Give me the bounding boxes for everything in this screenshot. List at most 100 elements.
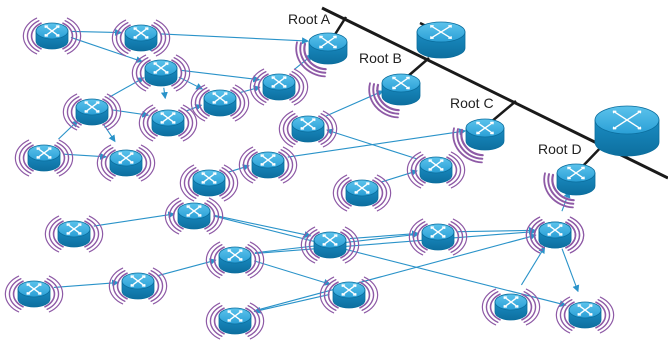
mesh-node-n21-router-icon-arrows-icon [26, 283, 42, 295]
mesh-node-n6-wireless-icon [190, 84, 250, 122]
mesh-node-n7-wireless-icon [249, 68, 309, 106]
root-label-a: Root A [288, 11, 331, 27]
link-n16-to-n27 [213, 215, 567, 308]
mesh-node-n3-router-icon [144, 59, 178, 87]
mesh-node-n13-wireless-icon [179, 164, 239, 202]
mesh-node-n2-wireless-icon [111, 19, 171, 57]
root-b-router-icon-arrows-icon [392, 76, 410, 90]
link-n21-to-n22 [53, 279, 120, 289]
mesh-node-n14-wireless-icon [238, 146, 298, 184]
mesh-node-n10-wireless-icon [278, 110, 338, 148]
root-a-uplink-cable [332, 16, 348, 37]
mesh-node-n23-router-icon-arrows-icon [227, 249, 243, 261]
root-c-wireless-icon [452, 127, 484, 164]
mesh-node-n5-wireless-icon [138, 104, 198, 142]
mesh-node-n26-router-icon [494, 293, 528, 321]
root-labels: Root A Root B Root C Root D [288, 11, 582, 157]
mesh-node-n2-router-icon [124, 24, 158, 52]
mesh-node-n24-router-icon [332, 281, 366, 309]
mesh-node-n6-router-icon-arrows-icon [212, 92, 228, 104]
mesh-node-n26-router-icon-arrows-icon [503, 296, 519, 308]
mesh-node-n27-wireless-icon [555, 296, 615, 334]
core-router-large-icon-arrows-icon [612, 110, 642, 130]
core-router-small-icon [416, 21, 466, 59]
mesh-node-n25-wireless-icon [205, 302, 265, 340]
mesh-node-n11-router-icon-arrows-icon [354, 182, 370, 194]
mesh-node-n9-router-icon [109, 149, 143, 177]
link-n26-to-n20 [520, 246, 546, 286]
mesh-node-n25-router-icon [218, 307, 252, 335]
mesh-node-n6-router-icon [203, 89, 237, 117]
mesh-node-n4-router-icon [75, 98, 109, 126]
mesh-node-n7-router-icon [262, 73, 296, 101]
mesh-node-n14-router-icon [251, 151, 285, 179]
mesh-node-n11-router-icon [345, 179, 379, 207]
root-b-router-icon [381, 73, 421, 106]
link-n20-to-n27 [561, 248, 580, 293]
link-n3-to-n6 [178, 76, 204, 90]
root-c-router-icon [465, 118, 505, 151]
root-d-wireless-icon [543, 172, 575, 209]
mesh-node-n27-router-icon [568, 301, 602, 329]
mesh-node-n9-router-icon-arrows-icon [118, 152, 134, 164]
mesh-node-n21-wireless-icon [4, 275, 64, 313]
link-n17-to-n18 [349, 230, 420, 240]
mesh-node-n15-router-icon-arrows-icon [66, 223, 82, 235]
mesh-node-n10-router-icon [291, 115, 325, 143]
mesh-node-n24-wireless-icon [319, 276, 379, 314]
link-n5-to-n6 [186, 104, 203, 112]
mesh-node-n8-router-icon-arrows-icon [36, 147, 52, 159]
mesh-node-n4-router-icon-arrows-icon [84, 101, 100, 113]
mesh-node-n7-router-icon-arrows-icon [271, 76, 287, 88]
root-label-d: Root D [538, 141, 582, 157]
link-n24-to-n25 [253, 293, 330, 314]
mesh-node-n5-router-icon [151, 109, 185, 137]
mesh-node-n16-router-icon-arrows-icon [186, 205, 202, 217]
mesh-node-n20-router-icon-arrows-icon [547, 224, 563, 236]
mesh-node-n18-router-icon [421, 223, 455, 251]
mesh-node-n13-router-icon [192, 169, 226, 197]
root-a-router-icon [308, 32, 348, 65]
mesh-node-n18-wireless-icon [408, 218, 468, 256]
link-n14-to-root-c [287, 128, 467, 158]
root-a-router-icon-arrows-icon [319, 35, 337, 49]
mesh-node-n22-wireless-icon [108, 267, 168, 305]
mesh-node-n5-router-icon-arrows-icon [160, 112, 176, 124]
link-n15-to-n16 [93, 211, 176, 227]
root-c-uplink-cable [490, 100, 517, 123]
mesh-node-n13-router-icon-arrows-icon [201, 172, 217, 184]
mesh-node-n20-wireless-icon [525, 216, 585, 254]
mesh-node-n18-router-icon-arrows-icon [430, 226, 446, 238]
mesh-node-n15-wireless-icon [44, 215, 104, 253]
mesh-node-n24-router-icon-arrows-icon [341, 284, 357, 296]
root-label-c: Root C [450, 95, 494, 111]
link-n22-to-n23 [157, 258, 217, 277]
mesh-node-n1-wireless-icon [22, 17, 82, 55]
mesh-node-n17-router-icon-arrows-icon [322, 234, 338, 246]
core-router-small-icon-arrows-icon [430, 25, 452, 39]
mesh-node-n17-router-icon [313, 231, 347, 259]
mesh-node-n10-router-icon-arrows-icon [300, 118, 316, 130]
mesh-node-n20-router-icon [538, 221, 572, 249]
root-d-router-icon-arrows-icon [567, 166, 585, 180]
mesh-node-n21-router-icon [17, 280, 51, 308]
mesh-node-n1-router-icon [35, 22, 69, 50]
mesh-node-n8-wireless-icon [14, 139, 74, 177]
mesh-node-n12-router-icon [419, 156, 453, 184]
link-n13-to-n14 [227, 164, 250, 173]
mesh-node-n3-wireless-icon [131, 54, 191, 92]
mesh-node-n4-wireless-icon [62, 93, 122, 131]
root-c-router-icon-arrows-icon [476, 121, 494, 135]
mesh-node-n16-router-icon [177, 202, 211, 230]
link-n23-to-n24 [253, 260, 331, 286]
mesh-node-n23-wireless-icon [205, 241, 265, 279]
mesh-node-n14-router-icon-arrows-icon [260, 154, 276, 166]
link-n8-to-n4 [58, 120, 79, 140]
core-router-large-icon [594, 105, 660, 157]
link-n3-to-n5 [160, 87, 168, 100]
mesh-node-n23-router-icon [218, 246, 252, 274]
mesh-node-n9-wireless-icon [96, 144, 156, 182]
mesh-node-n1-router-icon-arrows-icon [44, 25, 60, 37]
